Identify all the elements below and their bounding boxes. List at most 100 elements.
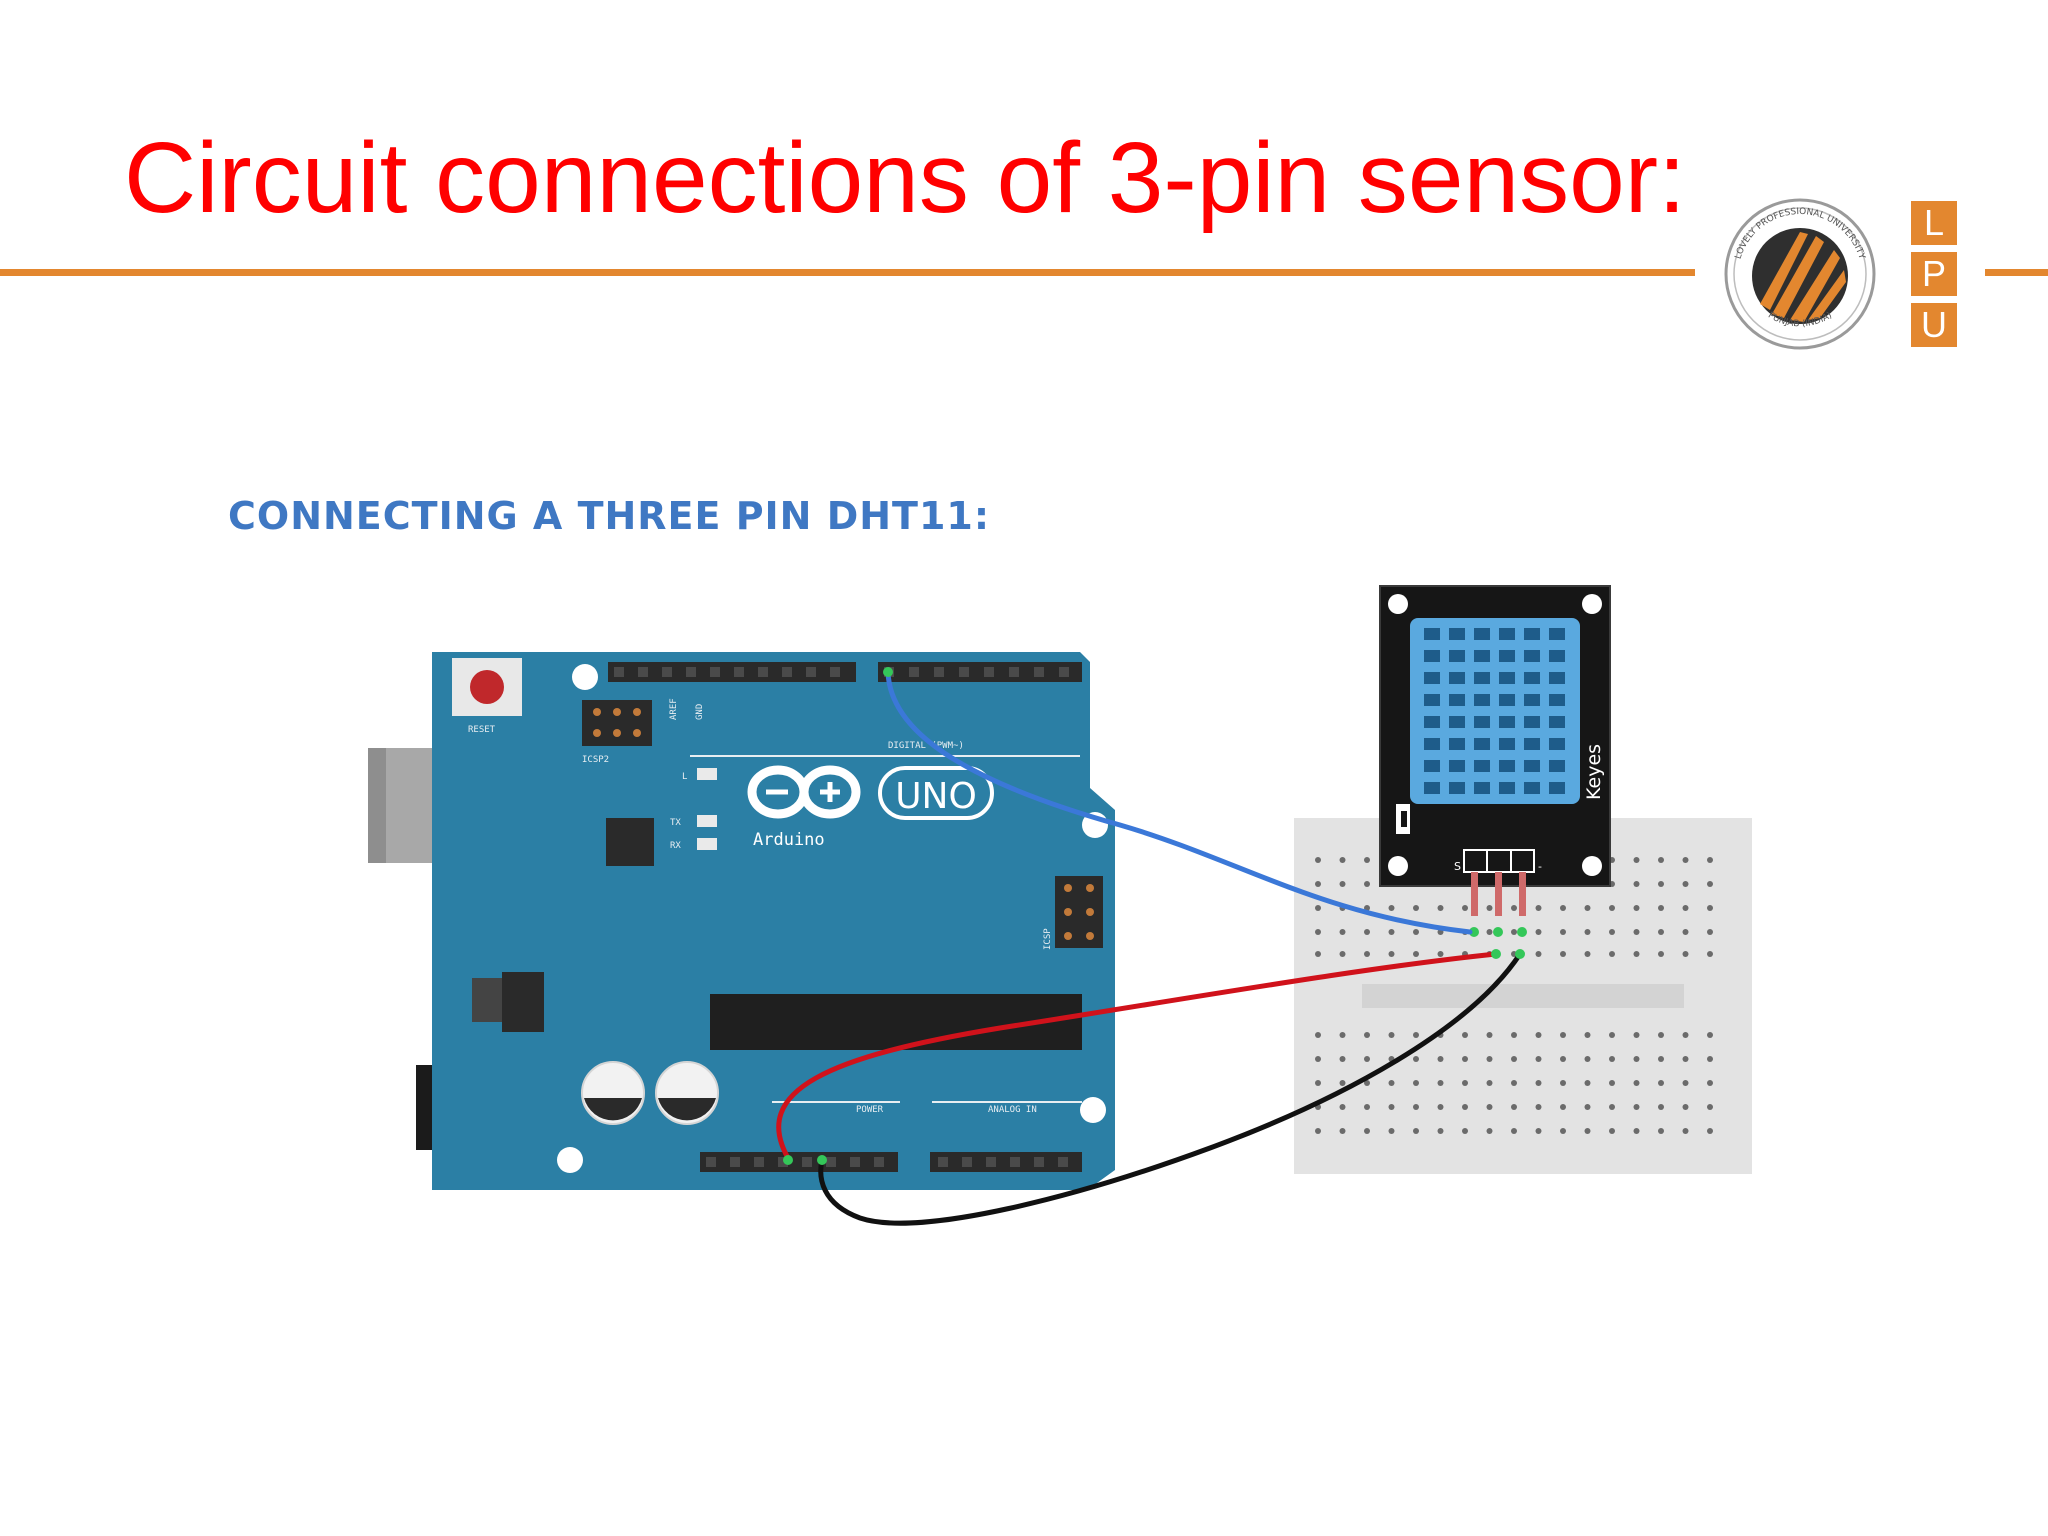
header-pin [826,1157,836,1167]
breadboard-hole [1535,1104,1542,1110]
breadboard-contact [1515,949,1525,959]
board-model: UNO [895,776,977,817]
breadboard-hole [1682,881,1689,887]
grille-slot [1499,782,1515,794]
grille-slot [1499,716,1515,728]
pcb [432,652,1115,1190]
header-pin [962,1157,972,1167]
grille-slot [1524,628,1540,640]
breadboard-hole [1413,1104,1419,1110]
breadboard-hole [1658,1032,1664,1038]
aref-label: AREF [669,698,679,720]
grille-slot [1499,694,1515,706]
header-pin [986,1157,996,1167]
circuit-diagram: RESET ICSP2 DIGITAL (PWM~) AREF GND L TX… [368,585,1752,1226]
breadboard-hole [1633,1104,1640,1110]
reset-button-cap[interactable] [470,670,504,704]
breadboard-hole [1682,929,1689,935]
grille-slot [1549,672,1565,684]
lpu-letter-p: P [1909,250,1959,298]
icsp-header [1055,876,1103,948]
breadboard-hole [1560,1032,1566,1038]
signal-wire[interactable] [885,669,1473,935]
grille-slot [1524,650,1540,662]
grille-slot [1474,694,1490,706]
ground-wire[interactable] [818,951,1523,1226]
header-pin [959,667,969,677]
breadboard-hole [1682,1104,1689,1110]
breadboard [1294,818,1752,1174]
breadboard-hole [1584,1128,1591,1134]
breadboard-hole [1658,857,1664,863]
header-pin [984,667,994,677]
header-pin [782,667,792,677]
grille-slot [1449,782,1465,794]
breadboard-hole [1462,1128,1468,1134]
breadboard-hole [1633,1056,1640,1062]
grille-slot [1474,738,1490,750]
breadboard-hole [1682,905,1689,911]
breadboard-hole [1609,1104,1615,1110]
power-wire[interactable] [776,951,1499,1161]
dht11-sensor-module[interactable]: Keyes S - [1379,585,1611,887]
header-pin [1058,1157,1068,1167]
header-pin [1010,1157,1020,1167]
breadboard-hole [1511,929,1517,935]
mounting-hole [1582,594,1602,614]
breadboard-hole [1413,905,1419,911]
header-pin [1034,1157,1044,1167]
breadboard-hole [1535,1056,1542,1062]
header-divider-right [1985,269,2048,276]
breadboard-hole [1511,1056,1517,1062]
header-pin [778,1157,788,1167]
grille-slot [1549,782,1565,794]
breadboard-hole [1682,951,1689,957]
led-tx [697,815,717,827]
breadboard-hole [1682,1056,1689,1062]
header-contact [883,667,893,677]
breadboard-hole [1413,1056,1419,1062]
grille-slot [1524,760,1540,772]
breadboard-hole [1584,1104,1591,1110]
led-rx-label: RX [670,841,681,851]
breadboard-hole [1462,1104,1468,1110]
grille-slot [1499,760,1515,772]
mounting-hole [572,664,598,690]
grille-slot [1449,672,1465,684]
breadboard-hole [1364,1080,1370,1086]
breadboard-hole [1462,1032,1468,1038]
breadboard-contact [1517,927,1527,937]
breadboard-hole [1707,1032,1713,1038]
header-pin [706,1157,716,1167]
breadboard-hole [1658,881,1664,887]
grille-slot [1474,782,1490,794]
mounting-hole [1080,1097,1106,1123]
breadboard-hole [1315,1080,1321,1086]
header-pin [758,667,768,677]
breadboard-hole [1486,1104,1493,1110]
lpu-wordmark: L P U [1909,199,1961,352]
breadboard-hole [1658,905,1664,911]
breadboard-hole [1707,1128,1713,1134]
breadboard-hole [1560,905,1566,911]
breadboard-hole [1364,905,1370,911]
digital-header-right [878,662,1082,682]
breadboard-hole [1339,881,1346,887]
breadboard-hole [1682,1128,1689,1134]
grille-slot [1449,716,1465,728]
breadboard-contact [1493,927,1503,937]
breadboard-hole [1388,1032,1395,1038]
breadboard-hole [1584,1080,1591,1086]
breadboard-hole [1560,1080,1566,1086]
header-pin [662,667,672,677]
breadboard-center-channel [1362,984,1684,1008]
breadboard-hole [1388,1080,1395,1086]
breadboard-hole [1339,951,1346,957]
grille-slot [1424,782,1440,794]
breadboard-hole [1707,929,1713,935]
grille-slot [1449,650,1465,662]
header-pin [754,1157,764,1167]
header-pin [1009,667,1019,677]
grille-slot [1549,738,1565,750]
mounting-hole [1582,856,1602,876]
